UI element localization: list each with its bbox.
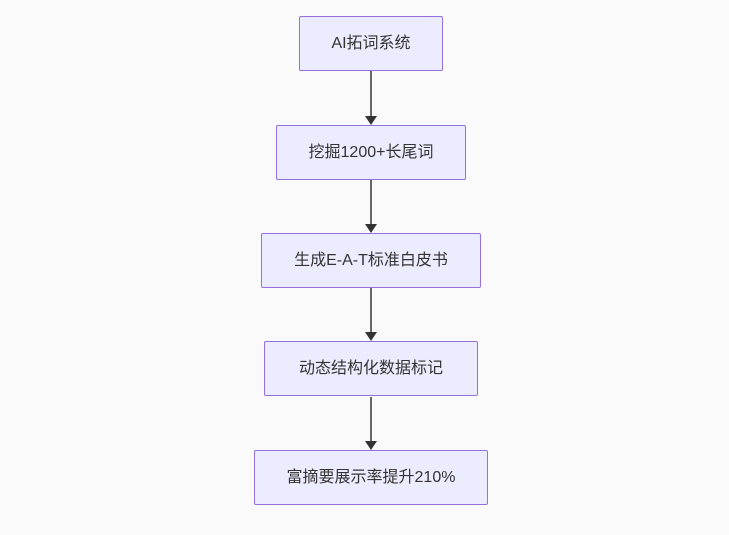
edge-line: [370, 71, 372, 117]
arrowhead-down-icon: [365, 441, 377, 450]
edge-line: [370, 288, 372, 333]
edge-line: [370, 180, 372, 225]
flow-edge-2: [365, 180, 377, 233]
flow-node-rich-snippet-result: 富摘要展示率提升210%: [254, 450, 488, 505]
flow-node-label: 动态结构化数据标记: [298, 359, 443, 377]
edge-line: [370, 397, 372, 442]
flow-edge-1: [365, 71, 377, 125]
flow-edge-3: [365, 288, 377, 341]
flow-node-longtail-mining: 挖掘1200+长尾词: [276, 125, 466, 180]
flow-node-label: AI拓词系统: [331, 34, 411, 52]
flow-node-ai-keyword-system: AI拓词系统: [299, 16, 443, 71]
flow-node-eat-whitepaper: 生成E-A-T标准白皮书: [261, 233, 481, 288]
flow-node-label: 挖掘1200+长尾词: [308, 143, 434, 161]
flow-edge-4: [365, 397, 377, 450]
flow-node-label: 生成E-A-T标准白皮书: [294, 251, 448, 269]
flow-node-structured-data-markup: 动态结构化数据标记: [264, 341, 478, 396]
arrowhead-down-icon: [365, 116, 377, 125]
flow-node-label: 富摘要展示率提升210%: [286, 468, 456, 486]
arrowhead-down-icon: [365, 332, 377, 341]
arrowhead-down-icon: [365, 224, 377, 233]
